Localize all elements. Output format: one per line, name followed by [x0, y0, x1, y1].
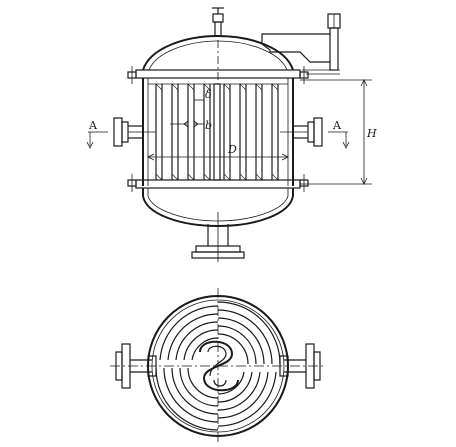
top-dome-head: [142, 34, 294, 71]
diameter-dimension: [147, 153, 289, 161]
shell-body: [142, 78, 294, 186]
delta-label: δ: [205, 88, 212, 101]
section-label-left: A: [88, 119, 98, 132]
H-label: H: [366, 127, 377, 140]
left-side-nozzle: [113, 117, 156, 147]
section-label-right: A: [332, 119, 342, 132]
bottom-drain-nozzle: [191, 212, 245, 262]
spiral-plate-channels: [148, 83, 288, 181]
front-elevation-view: δ b D A: [86, 7, 377, 262]
right-side-nozzle: [280, 117, 323, 147]
D-label: D: [227, 143, 237, 156]
lower-body-flange: [127, 174, 309, 192]
section-mark-right: [328, 131, 350, 149]
section-a-a-plan-view: [110, 288, 326, 444]
top-outlet-nozzle: [261, 13, 341, 75]
height-dimension: [300, 79, 372, 185]
section-mark-left: [86, 131, 108, 149]
b-label: b: [205, 119, 212, 132]
top-vent-valve: [212, 7, 224, 37]
channel-dimension-marks: [170, 99, 204, 128]
